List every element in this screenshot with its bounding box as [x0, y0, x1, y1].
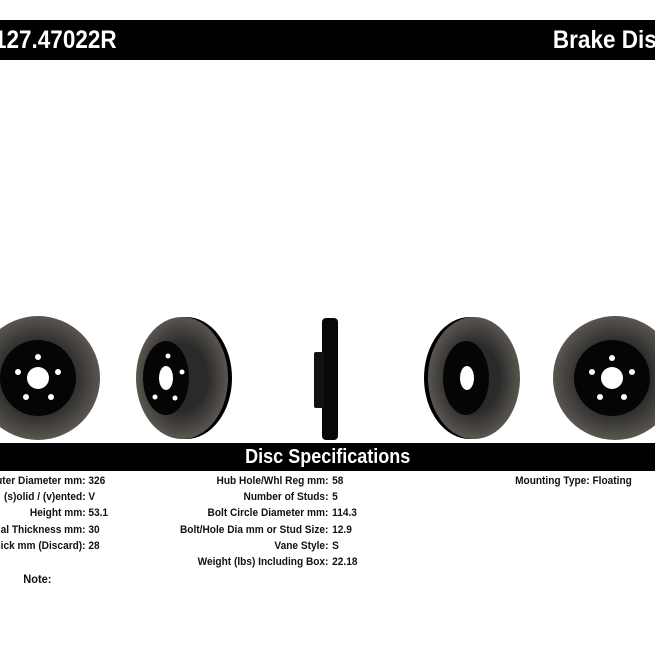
- spec-value: 114.3: [332, 507, 357, 519]
- spec-header-bar: Disc Specifications: [0, 443, 655, 471]
- spec-row: Mounting Type: Floating: [515, 475, 632, 487]
- spec-label: Number of Studs:: [243, 491, 329, 503]
- spec-value: Floating: [592, 475, 632, 487]
- spec-label: Outer Diameter mm:: [0, 475, 86, 487]
- disc-view-front-angled: [136, 317, 232, 439]
- spec-value: 12.9: [332, 524, 352, 536]
- header-bar: 127.47022R Brake Disc: [0, 20, 655, 60]
- spec-label: Vane Style:: [274, 540, 329, 552]
- spec-label: Min Thick mm (Discard):: [0, 540, 86, 552]
- product-views: [0, 316, 655, 440]
- spec-label: Bolt Circle Diameter mm:: [207, 507, 329, 519]
- part-number: 127.47022R: [0, 26, 117, 54]
- spec-value: 30: [88, 524, 100, 536]
- spec-label: Hub Hole/Whl Reg mm:: [216, 475, 329, 487]
- disc-view-side: [314, 318, 338, 440]
- spec-label: Mounting Type:: [515, 475, 590, 487]
- spec-value: V: [88, 491, 96, 503]
- spec-label: (s)olid / (v)ented:: [4, 491, 86, 503]
- spec-value: 22.18: [332, 556, 358, 568]
- spec-value: 28: [88, 540, 100, 552]
- spec-value: 5: [332, 491, 338, 503]
- spec-value: 326: [88, 475, 106, 487]
- disc-view-rear-angled: [424, 317, 520, 439]
- spec-label: Nominal Thickness mm:: [0, 524, 86, 536]
- note-label: Note:: [23, 572, 52, 586]
- product-title: Brake Disc: [552, 26, 655, 54]
- spec-label: Height mm:: [29, 507, 86, 519]
- spec-value: 58: [332, 475, 344, 487]
- spec-value: 53.1: [88, 507, 109, 519]
- spec-label: Bolt/Hole Dia mm or Stud Size:: [179, 524, 329, 536]
- disc-view-rear: [553, 316, 655, 440]
- disc-view-front: [0, 316, 100, 440]
- spec-label: Weight (lbs) Including Box:: [197, 556, 329, 568]
- spec-header: Disc Specifications: [244, 446, 411, 468]
- spec-value: S: [332, 540, 339, 552]
